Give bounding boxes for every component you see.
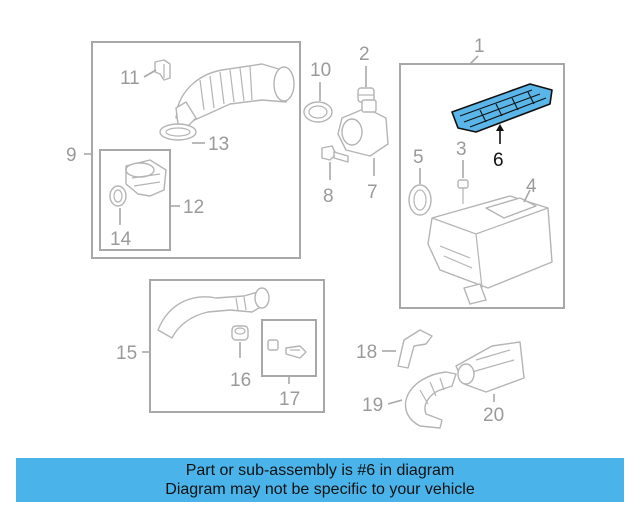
part-3-screw[interactable] <box>457 179 469 204</box>
callout-7: 7 <box>367 182 378 203</box>
callout-17: 17 <box>279 389 300 410</box>
callout-14: 14 <box>110 229 132 250</box>
callout-18: 18 <box>356 342 377 363</box>
part-17-bolts[interactable] <box>267 339 307 359</box>
leader-11 <box>143 69 157 78</box>
part-6-air-filter-element[interactable] <box>451 83 553 133</box>
lower-duct-group-box <box>149 279 325 413</box>
part-18-hose[interactable] <box>397 329 433 369</box>
banner-line-1: Part or sub-assembly is #6 in diagram <box>185 462 455 479</box>
part-duct-pipe[interactable] <box>157 287 270 339</box>
part-4-air-cleaner-box[interactable] <box>427 195 553 305</box>
callout-1: 1 <box>474 36 485 57</box>
air-cleaner-group-box <box>399 63 565 309</box>
callout-19: 19 <box>362 395 383 416</box>
leader-19 <box>387 399 403 405</box>
arrow-6 <box>496 124 504 131</box>
part-5-seal[interactable] <box>408 184 432 216</box>
callout-16: 16 <box>230 370 251 391</box>
part-20-inlet-duct[interactable] <box>455 341 525 393</box>
callout-9: 9 <box>66 145 77 166</box>
part-13-clamp[interactable] <box>159 123 197 141</box>
intake-duct-group-box <box>91 41 301 259</box>
part-11-clip[interactable] <box>154 59 171 81</box>
callout-12: 12 <box>183 197 204 218</box>
callout-10: 10 <box>310 60 331 81</box>
part-14-oring[interactable] <box>109 185 127 207</box>
part-7-mass-airflow-sensor[interactable] <box>337 99 389 157</box>
callout-4: 4 <box>526 176 537 197</box>
callout-11: 11 <box>120 68 140 89</box>
part-throttle-elbow[interactable] <box>125 159 167 197</box>
callout-5: 5 <box>413 147 424 168</box>
callout-6: 6 <box>493 150 504 171</box>
part-intake-hose[interactable] <box>175 63 295 129</box>
callout-20: 20 <box>483 405 504 426</box>
info-banner: Part or sub-assembly is #6 in diagram Di… <box>16 458 624 502</box>
part-10-clamp[interactable] <box>303 101 333 123</box>
callout-15: 15 <box>116 343 137 364</box>
part-8-bolt[interactable] <box>321 145 349 163</box>
callout-8: 8 <box>323 186 334 207</box>
leader-1 <box>469 55 479 65</box>
callout-2: 2 <box>359 44 370 65</box>
elbow-sub-box <box>99 149 171 251</box>
callout-13: 13 <box>208 134 229 155</box>
part-16-grommet[interactable] <box>231 325 249 341</box>
part-19-flex-duct[interactable] <box>404 371 457 429</box>
leader-4 <box>523 189 531 203</box>
banner-line-2: Diagram may not be specific to your vehi… <box>165 481 475 498</box>
callout-3: 3 <box>456 139 467 160</box>
